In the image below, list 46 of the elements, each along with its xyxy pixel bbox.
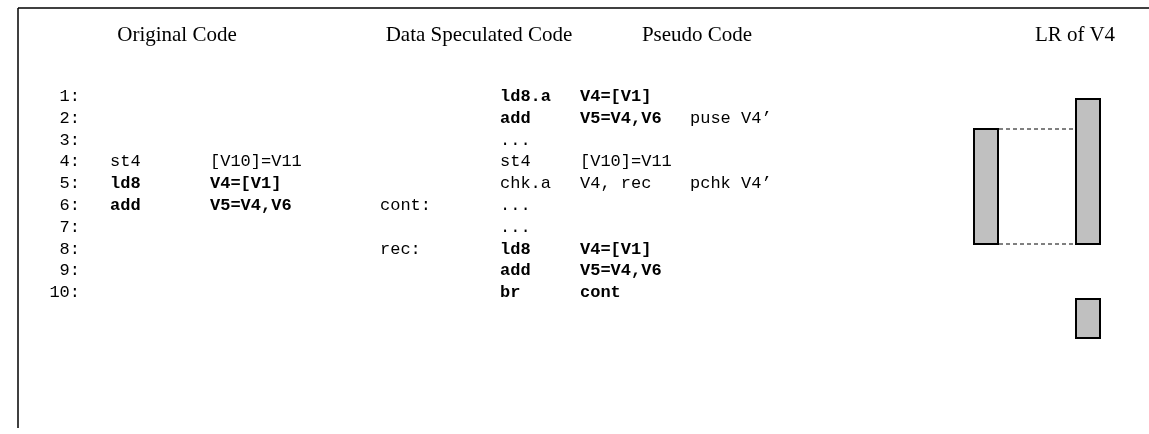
code-text: st4: [110, 152, 141, 173]
code-text: rec:: [380, 239, 421, 260]
code-text: st4: [500, 152, 531, 173]
code-text: V5=V4,V6: [580, 108, 662, 129]
code-text: br: [500, 283, 521, 304]
code-text: ...: [500, 196, 531, 216]
column-heading: Data Speculated Code: [385, 22, 573, 47]
code-text: ld8.a: [500, 87, 551, 107]
code-text: V4=[V1]: [210, 174, 282, 195]
code-text: ld8: [500, 239, 531, 260]
code-text: ...: [500, 217, 531, 238]
line-number: 8:: [59, 239, 80, 260]
line-number: 7:: [59, 217, 80, 238]
live-range-bar: [973, 128, 999, 245]
code-text: pchk V4’: [690, 174, 772, 195]
column-heading: LR of V4: [1034, 22, 1116, 47]
line-number: 5:: [59, 174, 80, 195]
code-text: ...: [500, 130, 531, 151]
code-text: chk.a: [500, 174, 551, 195]
line-number: 6:: [59, 196, 80, 216]
code-text: puse V4’: [690, 108, 772, 129]
code-text: V5=V4,V6: [580, 261, 662, 282]
line-number: 10:: [49, 283, 80, 304]
line-number: 4:: [59, 152, 80, 173]
live-range-bar: [1075, 98, 1101, 245]
code-text: V4=[V1]: [580, 239, 652, 260]
live-range-bar: [1075, 298, 1101, 339]
code-text: cont:: [380, 196, 431, 216]
code-text: [V10]=V11: [580, 152, 672, 173]
line-number: 1:: [59, 87, 80, 107]
line-number: 3:: [59, 130, 80, 151]
code-text: add: [110, 196, 141, 216]
line-number: 2:: [59, 108, 80, 129]
code-text: V4, rec: [580, 174, 652, 195]
code-text: add: [500, 108, 531, 129]
column-heading: Original Code: [117, 22, 237, 47]
code-text: cont: [580, 283, 621, 304]
code-text: add: [500, 261, 531, 282]
code-text: ld8: [110, 174, 141, 195]
code-text: [V10]=V11: [210, 152, 302, 173]
line-number: 9:: [59, 261, 80, 282]
code-text: V5=V4,V6: [210, 196, 292, 216]
column-heading: Pseudo Code: [641, 22, 753, 47]
dashed-connector: [998, 243, 1076, 245]
code-text: V4=[V1]: [580, 87, 652, 107]
dashed-connector: [998, 128, 1076, 130]
